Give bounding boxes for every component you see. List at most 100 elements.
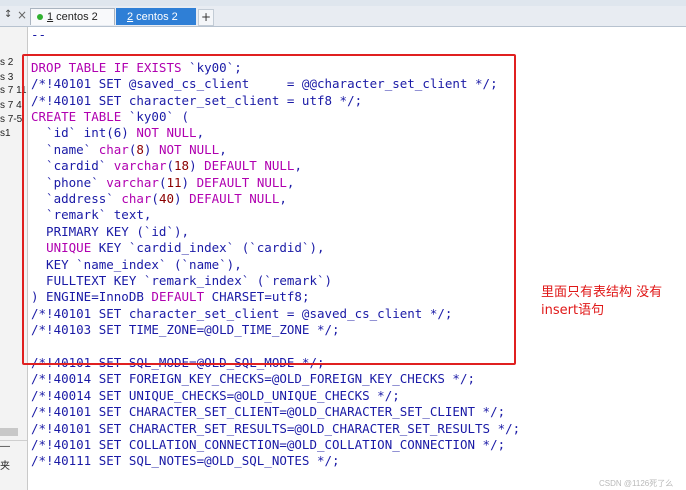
sql-number: 40 [158, 191, 175, 206]
sidebar-bottom-item[interactable]: 夹 [0, 461, 10, 472]
code-line: KEY `name_index` (`name`), [31, 257, 242, 273]
sql-text: , [286, 174, 295, 190]
divider [0, 440, 27, 441]
code-line: `name` char(8) NOT NULL, [31, 142, 227, 158]
sql-number: 8 [136, 141, 144, 157]
sql-text: , [196, 125, 205, 141]
sql-text: ( [128, 141, 137, 157]
sql-text: ( [158, 174, 167, 190]
sql-text: ) [143, 141, 159, 157]
sql-keyword: UNIQUE [46, 240, 92, 256]
watermark: CSDN @1126死了么 [599, 479, 674, 488]
sql-text: /*!40101 SET CHARACTER_SET_CLIENT=@OLD_C… [31, 404, 506, 420]
sql-text: , [219, 141, 227, 157]
code-line: PRIMARY KEY (`id`), [31, 224, 189, 240]
sql-keyword: varchar [113, 158, 167, 174]
sql-text: `phone` [31, 174, 107, 190]
sql-text: FULLTEXT KEY `remark_index` (`remark`) [31, 273, 333, 288]
sql-text: ( [151, 191, 159, 206]
sql-text: ) [189, 158, 205, 174]
sql-text: -- [31, 27, 47, 42]
sql-editor[interactable]: --DROP TABLE IF EXISTS `ky00`;/*!40101 S… [28, 27, 686, 490]
session-item[interactable]: s1 [0, 128, 11, 139]
tab-number: 1 [47, 11, 54, 23]
sql-text: `remark` text, [31, 207, 152, 223]
code-line: FULLTEXT KEY `remark_index` (`remark`) [31, 273, 332, 289]
sidebar-bottom-item[interactable]: — [0, 441, 10, 452]
sql-keyword: NOT NULL [158, 141, 220, 157]
code-line: /*!40101 SET character_set_client = @sav… [31, 306, 452, 322]
sql-text: `name` [31, 141, 99, 157]
code-line: /*!40101 SET CHARACTER_SET_RESULTS=@OLD_… [31, 421, 520, 437]
annotation-note: 里面只有表结构 没有 insert语句 [541, 284, 686, 320]
sql-text: `id` int(6) [31, 125, 137, 141]
sql-text: ( [166, 158, 175, 174]
session-item[interactable]: s 2 [0, 57, 14, 68]
code-line: /*!40103 SET TIME_ZONE=@OLD_TIME_ZONE */… [31, 322, 340, 338]
tab-label: centos 2 [53, 11, 98, 23]
sql-keyword: DROP TABLE IF EXISTS [31, 59, 190, 75]
code-line: /*!40101 SET COLLATION_CONNECTION=@OLD_C… [31, 437, 505, 453]
sql-text: KEY `cardid_index` (`cardid`), [91, 240, 325, 256]
tab-centos-2-active[interactable]: 2 centos 2 [116, 8, 196, 25]
code-line: -- [31, 27, 46, 43]
close-icon[interactable]: × [17, 8, 28, 22]
sql-keyword: DEFAULT [151, 289, 205, 305]
sql-keyword: CREATE TABLE [31, 109, 129, 124]
tab-number: 2 [127, 11, 134, 23]
sql-keyword: char [98, 141, 129, 157]
sql-text: `cardid` [31, 158, 114, 174]
sql-text: /*!40014 SET FOREIGN_KEY_CHECKS=@OLD_FOR… [31, 371, 476, 387]
code-line: ) ENGINE=InnoDB DEFAULT CHARSET=utf8; [31, 289, 309, 305]
sql-text: /*!40101 SET character_set_client = utf8… [31, 92, 363, 108]
sql-text: /*!40101 SET COLLATION_CONNECTION=@OLD_C… [31, 437, 506, 452]
sql-keyword: DEFAULT NULL [189, 191, 280, 206]
connected-status-icon [37, 14, 43, 21]
code-line: /*!40014 SET FOREIGN_KEY_CHECKS=@OLD_FOR… [31, 371, 475, 387]
sql-text: ) ENGINE=InnoDB [31, 289, 152, 305]
sql-keyword: char [121, 191, 152, 206]
code-line: /*!40101 SET character_set_client = utf8… [31, 93, 362, 109]
sql-text: /*!40101 SET SQL_MODE=@OLD_SQL_MODE */; [31, 355, 325, 370]
sql-text: /*!40101 SET CHARACTER_SET_RESULTS=@OLD_… [31, 420, 521, 436]
sql-keyword: varchar [106, 174, 159, 190]
code-line: `id` int(6) NOT NULL, [31, 125, 204, 141]
pin-icon[interactable]: ↕ [4, 9, 13, 20]
sql-text: , [294, 158, 302, 174]
sql-text: , [279, 191, 287, 206]
sql-text: `ky00`; [189, 59, 242, 75]
annotation-line-1: 里面只有表结构 没有 [541, 285, 663, 300]
code-line: /*!40111 SET SQL_NOTES=@OLD_SQL_NOTES */… [31, 453, 340, 469]
session-item[interactable]: s 7-5 [0, 114, 23, 125]
sql-text: KEY `name_index` (`name`), [31, 256, 242, 272]
new-tab-button[interactable]: + [198, 9, 214, 26]
sql-text: /*!40101 SET character_set_client = @sav… [31, 305, 453, 321]
session-item[interactable]: s 7 11 [0, 85, 27, 96]
code-line: `remark` text, [31, 207, 151, 223]
code-line: `phone` varchar(11) DEFAULT NULL, [31, 175, 294, 191]
code-line: CREATE TABLE `ky00` ( [31, 109, 189, 125]
code-line: /*!40014 SET UNIQUE_CHECKS=@OLD_UNIQUE_C… [31, 388, 400, 404]
tab-centos-1[interactable]: 1 centos 2 [30, 8, 115, 25]
sql-text: /*!40014 SET UNIQUE_CHECKS=@OLD_UNIQUE_C… [31, 387, 400, 403]
sql-number: 11 [166, 174, 182, 190]
code-line: `cardid` varchar(18) DEFAULT NULL, [31, 158, 302, 174]
code-line: `address` char(40) DEFAULT NULL, [31, 191, 287, 207]
code-line: /*!40101 SET @saved_cs_client = @@charac… [31, 76, 498, 92]
sidebar-scrollbar[interactable] [0, 428, 18, 436]
window-top-strip [0, 0, 686, 6]
sql-text: /*!40103 SET TIME_ZONE=@OLD_TIME_ZONE */… [31, 322, 340, 338]
code-line: /*!40101 SET SQL_MODE=@OLD_SQL_MODE */; [31, 355, 325, 371]
annotation-line-2: insert语句 [541, 303, 605, 318]
sql-text: /*!40101 SET @saved_cs_client = @@charac… [31, 76, 498, 92]
sql-text: `ky00` ( [128, 109, 190, 124]
sql-text: ) [174, 191, 190, 206]
tab-bar: ↕ × 1 centos 2 2 centos 2 + [0, 6, 686, 27]
session-item[interactable]: s 3 [0, 72, 14, 83]
code-line: /*!40101 SET CHARACTER_SET_CLIENT=@OLD_C… [31, 404, 505, 420]
code-line: UNIQUE KEY `cardid_index` (`cardid`), [31, 240, 325, 256]
highlight-box [22, 54, 516, 365]
sql-text: CHARSET=utf8; [204, 289, 310, 305]
sql-number: 18 [174, 158, 190, 174]
session-item[interactable]: s 7 4 [0, 100, 22, 111]
